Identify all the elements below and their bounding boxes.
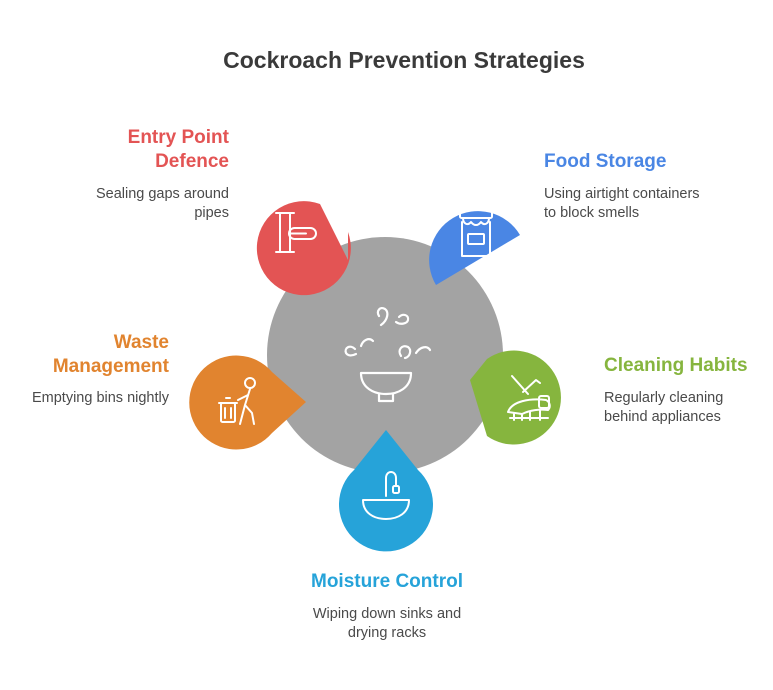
center-hub [267, 237, 503, 473]
entry-point-node [256, 201, 351, 296]
waste-management-label-line2: Management [52, 356, 169, 377]
pipe-seal-icon [275, 212, 317, 253]
cleaning-habits-desc-line1: Regularly cleaning [604, 390, 724, 406]
sink-faucet-icon [362, 471, 410, 520]
bowl-splash-icon [344, 307, 432, 403]
food-storage-label: Food Storage [544, 151, 667, 172]
trash-bin-person-icon [218, 377, 256, 425]
entry-point-label-line2: Defence [155, 151, 229, 172]
moisture-control-node [338, 430, 433, 552]
cleaning-habits-node [470, 350, 561, 445]
entry-point-desc-line1: Sealing gaps around [95, 186, 229, 202]
food-storage-desc-line2: to block smells [544, 205, 640, 221]
entry-point-label-line1: Entry Point [127, 127, 229, 148]
moisture-control-desc-line2: drying racks [347, 625, 427, 641]
moisture-control-desc-line1: Wiping down sinks and [312, 606, 462, 622]
waste-management-node [189, 355, 306, 450]
entry-point-desc-line2: pipes [194, 205, 229, 221]
broom-icon [507, 375, 551, 421]
food-storage-node [429, 209, 520, 285]
entry-point-description: Sealing gaps around pipes [44, 185, 229, 223]
moisture-control-label: Moisture Control [311, 571, 463, 592]
diagram-title: Cockroach Prevention Strategies [223, 47, 585, 73]
food-storage-desc-line1: Using airtight containers [544, 186, 700, 202]
entry-point-label: Entry Point Defence [64, 126, 229, 174]
waste-management-description: Emptying bins nightly [31, 390, 169, 406]
cleaning-habits-label: Cleaning Habits [604, 355, 748, 376]
moisture-control-description: Wiping down sinks and drying racks [262, 605, 512, 643]
waste-management-label-line1: Waste [113, 332, 169, 353]
waste-management-label: Waste Management [8, 331, 169, 379]
food-storage-description: Using airtight containers to block smell… [544, 185, 754, 223]
food-jar-icon [459, 209, 493, 257]
cleaning-habits-description: Regularly cleaning behind appliances [604, 389, 764, 427]
cleaning-habits-desc-line2: behind appliances [604, 409, 721, 425]
